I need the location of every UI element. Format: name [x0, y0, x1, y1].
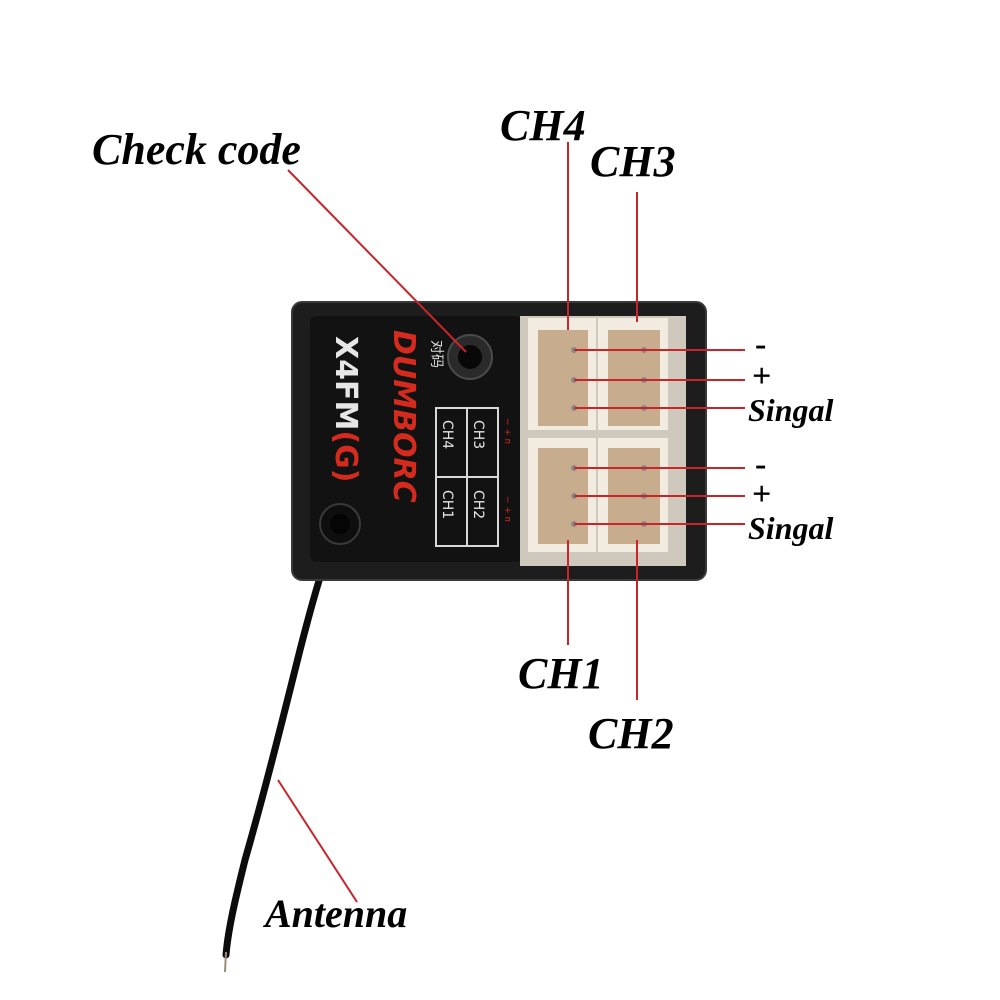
device-model: X4FM(G) [328, 336, 363, 482]
label-plus-top: + [752, 358, 772, 395]
leader-check-code [287, 169, 467, 353]
label-check-code: Check code [92, 125, 301, 174]
label-plus-bottom: + [752, 476, 772, 513]
leader-lines [277, 142, 745, 903]
grid-ch4: CH4 [439, 420, 455, 449]
grid-ch1: CH1 [439, 490, 455, 519]
grid-ch2: CH2 [470, 490, 486, 519]
connector-ch3[interactable] [598, 318, 668, 430]
leader-antenna [277, 779, 358, 903]
device-model-name: X4FM [328, 336, 363, 430]
label-ch2: CH2 [588, 709, 674, 758]
device-brand: DUMBORC [386, 330, 421, 503]
antenna-hole [330, 514, 350, 534]
device-model-suffix: (G) [328, 430, 363, 482]
label-minus-bottom: - [755, 446, 767, 483]
pair-label-text: 对码 [428, 340, 444, 368]
connector-ch1[interactable] [528, 438, 596, 552]
grid-ch3: CH3 [470, 420, 486, 449]
label-antenna: Antenna [265, 891, 408, 936]
label-ch3: CH3 [590, 137, 676, 186]
label-signal-top: Singal [748, 392, 834, 428]
label-ch4: CH4 [500, 101, 586, 150]
connector-ch4[interactable] [528, 318, 596, 430]
channel-grid: CH3 CH4 CH2 CH1 [435, 407, 499, 547]
label-ch1: CH1 [518, 649, 604, 698]
polarity-mark-top: − + ᴨ [502, 418, 512, 444]
label-minus-top: - [755, 326, 767, 363]
polarity-mark-bottom: − + ᴨ [502, 496, 512, 522]
antenna-tip [224, 951, 227, 973]
label-signal-bottom: Singal [748, 510, 834, 546]
